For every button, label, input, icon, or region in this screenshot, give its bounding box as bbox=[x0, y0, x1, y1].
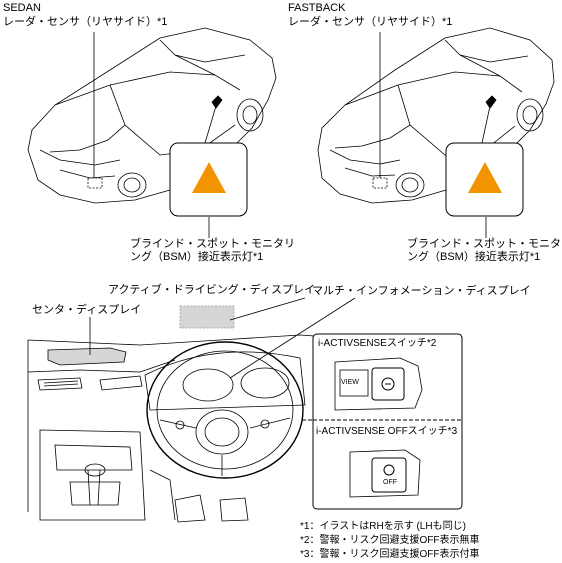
fastback-sensor-label: レーダ・センサ（リヤサイド）*1 bbox=[288, 16, 453, 28]
cockpit-illustration bbox=[27, 334, 331, 523]
active-driving-display-box bbox=[179, 305, 235, 329]
warning-triangle-icon bbox=[468, 162, 502, 193]
sedan-bsm-label-line2: ング（BSM）接近表示灯*1 bbox=[130, 251, 264, 263]
sedan-leader-lines bbox=[93, 32, 217, 238]
view-text: VIEW bbox=[341, 379, 359, 386]
cockpit-leader-lines bbox=[89, 297, 356, 379]
multi-info-display-label: マルチ・インフォメーション・ディスプレイ bbox=[312, 285, 531, 297]
fastback-title: FASTBACK bbox=[288, 2, 346, 14]
active-driving-display-label: アクティブ・ドライビング・ディスプレイ bbox=[108, 284, 316, 296]
sedan-sensor-label: レーダ・センサ（リヤサイド）*1 bbox=[3, 16, 168, 28]
note-3: *3：警報・リスク回避支援OFF表示付車 bbox=[300, 549, 480, 560]
fastback-bsm-label-line1: ブラインド・スポット・モニタリ bbox=[407, 238, 562, 250]
fastback-bsm-label-line2: ング（BSM）接近表示灯*1 bbox=[407, 251, 541, 263]
i-activsense-off-icon bbox=[383, 464, 395, 476]
switch1-label: i-ACTIVSENSEスイッチ*2 bbox=[318, 338, 437, 349]
note-2: *2：警報・リスク回避支援OFF表示無車 bbox=[300, 535, 480, 546]
i-activsense-icon bbox=[381, 377, 395, 391]
switch-inset bbox=[302, 333, 463, 510]
fastback-bsm-callout bbox=[445, 142, 524, 217]
fastback-leader-lines bbox=[379, 32, 491, 238]
switch2-label: i-ACTIVSENSE OFFスイッチ*3 bbox=[316, 426, 458, 437]
sedan-bsm-label-line1: ブラインド・スポット・モニタリ bbox=[130, 238, 295, 250]
sedan-car-illustration bbox=[27, 27, 277, 204]
note-1: *1：イラストはRHを示す (LHも同じ) bbox=[300, 521, 466, 532]
sedan-bsm-callout bbox=[169, 142, 248, 217]
steering-wheel bbox=[146, 341, 304, 479]
sedan-title: SEDAN bbox=[3, 2, 41, 14]
switch-off-text: OFF bbox=[383, 479, 397, 486]
warning-triangle-icon bbox=[192, 162, 226, 193]
center-display-label: センタ・ディスプレイ bbox=[32, 304, 142, 316]
